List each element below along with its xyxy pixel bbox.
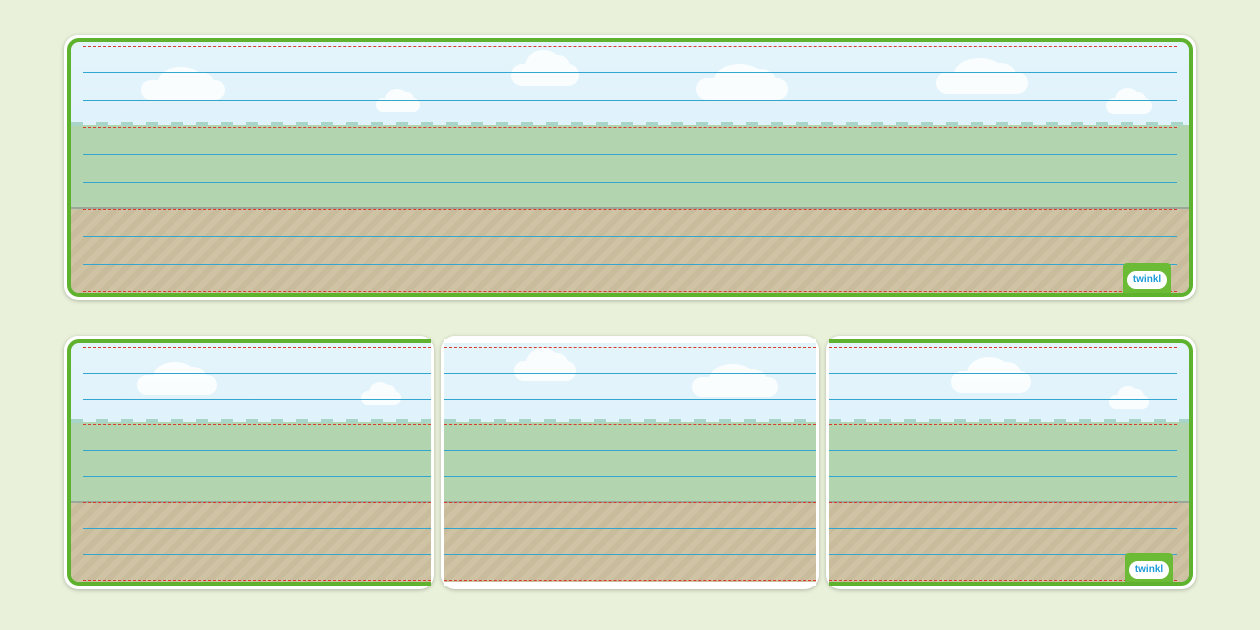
top-dashed-line bbox=[829, 347, 1177, 348]
twinkl-logo: twinkl bbox=[1123, 263, 1171, 293]
fence-edge bbox=[444, 419, 816, 423]
dashed-line bbox=[444, 502, 816, 503]
ground-band bbox=[71, 502, 431, 582]
dashed-line bbox=[83, 209, 1177, 210]
bottom-dashed-line bbox=[83, 580, 431, 581]
guide-line bbox=[83, 450, 431, 451]
dashed-line bbox=[829, 424, 1177, 425]
grass-band bbox=[71, 422, 431, 506]
guide-line bbox=[83, 154, 1177, 155]
dashed-line bbox=[83, 424, 431, 425]
dashed-line bbox=[829, 502, 1177, 503]
cloud-icon bbox=[361, 381, 401, 405]
guide-line bbox=[83, 182, 1177, 183]
segment-2-card bbox=[441, 336, 819, 589]
guide-line bbox=[83, 72, 1177, 73]
guide-line bbox=[829, 450, 1177, 451]
guide-line bbox=[829, 399, 1177, 400]
grass-band bbox=[444, 422, 816, 506]
dashed-line bbox=[444, 424, 816, 425]
cloud-icon bbox=[1109, 385, 1149, 409]
cloud-icon bbox=[514, 348, 576, 381]
segment-2-strip bbox=[444, 339, 816, 586]
guide-line bbox=[83, 373, 431, 374]
guide-line bbox=[83, 100, 1177, 101]
guide-line bbox=[83, 528, 431, 529]
twinkl-cloud-logo-icon: twinkl bbox=[1128, 561, 1170, 579]
guide-line bbox=[829, 373, 1177, 374]
cloud-icon bbox=[141, 67, 225, 100]
dashed-line bbox=[83, 502, 431, 503]
guide-line bbox=[83, 264, 1177, 265]
fence-edge bbox=[71, 122, 1189, 126]
grass-band bbox=[71, 125, 1189, 212]
top-writing-strip-card: twinkl bbox=[64, 35, 1196, 300]
cloud-icon bbox=[692, 364, 778, 397]
ground-band bbox=[444, 502, 816, 582]
top-dashed-line bbox=[444, 347, 816, 348]
guide-line bbox=[83, 554, 431, 555]
top-dashed-line bbox=[83, 347, 431, 348]
guide-line bbox=[444, 554, 816, 555]
cloud-icon bbox=[936, 57, 1028, 94]
guide-line bbox=[83, 236, 1177, 237]
guide-line bbox=[444, 373, 816, 374]
grass-band bbox=[829, 422, 1189, 506]
twinkl-logo: twinkl bbox=[1125, 553, 1173, 582]
segment-3-strip: twinkl bbox=[829, 339, 1193, 586]
bottom-dashed-line bbox=[829, 580, 1177, 581]
cloud-icon bbox=[511, 49, 579, 86]
fence-edge bbox=[71, 419, 431, 423]
ground-edge bbox=[71, 207, 1189, 209]
dashed-line bbox=[83, 127, 1177, 128]
cloud-icon bbox=[376, 88, 420, 112]
guide-line bbox=[829, 476, 1177, 477]
segment-1-strip bbox=[67, 339, 431, 586]
guide-line bbox=[444, 528, 816, 529]
cloud-icon bbox=[951, 356, 1031, 393]
top-dashed-line bbox=[83, 46, 1177, 47]
bottom-dashed-line bbox=[83, 291, 1177, 292]
cloud-icon bbox=[696, 63, 788, 100]
segment-1-card bbox=[64, 336, 434, 589]
guide-line bbox=[83, 476, 431, 477]
guide-line bbox=[829, 554, 1177, 555]
ground-band bbox=[71, 208, 1189, 293]
bottom-dashed-line bbox=[444, 580, 816, 581]
guide-line bbox=[444, 450, 816, 451]
guide-line bbox=[83, 399, 431, 400]
twinkl-cloud-logo-icon: twinkl bbox=[1126, 271, 1168, 289]
guide-line bbox=[829, 528, 1177, 529]
top-writing-strip: twinkl bbox=[67, 38, 1193, 297]
guide-line bbox=[444, 399, 816, 400]
guide-line bbox=[444, 476, 816, 477]
cloud-icon bbox=[137, 362, 217, 395]
segment-3-card: twinkl bbox=[826, 336, 1196, 589]
fence-edge bbox=[829, 419, 1189, 423]
